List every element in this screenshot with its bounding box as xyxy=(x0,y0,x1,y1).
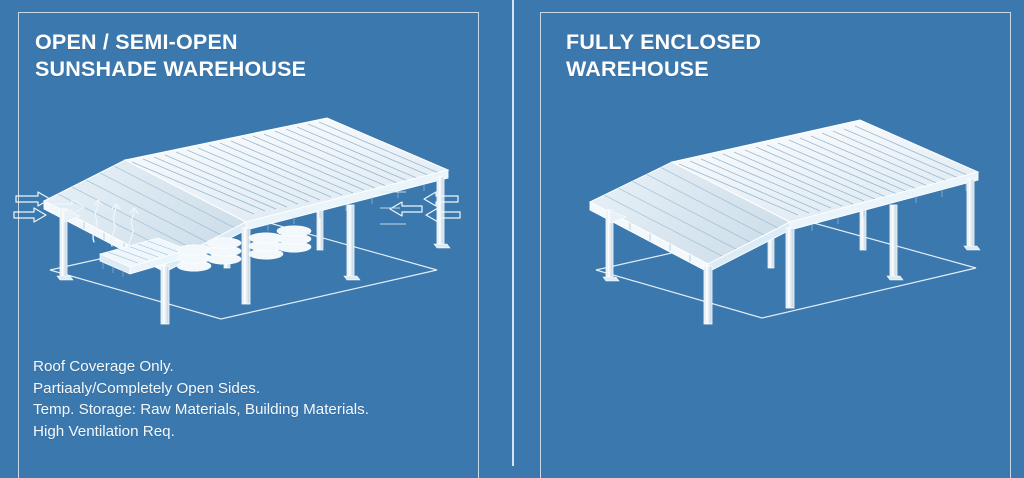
page-title-right: FULLY ENCLOSED WAREHOUSE xyxy=(566,30,762,81)
columns-front xyxy=(56,176,451,325)
roof-corrugation-lines xyxy=(678,125,975,216)
rising-air-arrows xyxy=(92,199,139,251)
slide-canvas: OPEN / SEMI-OPEN SUNSHADE WAREHOUSE xyxy=(13,0,1011,478)
stored-goods-sacks-a xyxy=(176,237,242,272)
open-warehouse-drawing xyxy=(13,117,461,325)
airflow-arrows-left xyxy=(13,191,85,223)
caption-open-sunshade-warehouse: Roof Coverage Only. Partiaaly/Completely… xyxy=(33,358,369,440)
roof-upper-slope xyxy=(123,117,450,223)
enclosed-warehouse-drawing xyxy=(588,119,981,325)
columns-front xyxy=(602,178,981,325)
stored-goods-sacks-b xyxy=(248,225,312,260)
illustration-fully-enclosed-warehouse xyxy=(560,104,1000,325)
panel-open-sunshade-warehouse xyxy=(18,12,479,478)
airflow-arrows-right xyxy=(389,191,461,223)
page-title-left: OPEN / SEMI-OPEN SUNSHADE WAREHOUSE xyxy=(35,30,307,81)
illustration-open-sunshade-warehouse xyxy=(13,104,461,325)
knee-brace xyxy=(609,210,627,224)
panel-fully-enclosed-warehouse xyxy=(540,12,1011,478)
stored-goods-lumber xyxy=(98,237,190,277)
roof-corrugation-lines xyxy=(131,121,442,215)
airflow-reference-lines xyxy=(380,191,406,225)
vertical-divider xyxy=(512,0,514,466)
